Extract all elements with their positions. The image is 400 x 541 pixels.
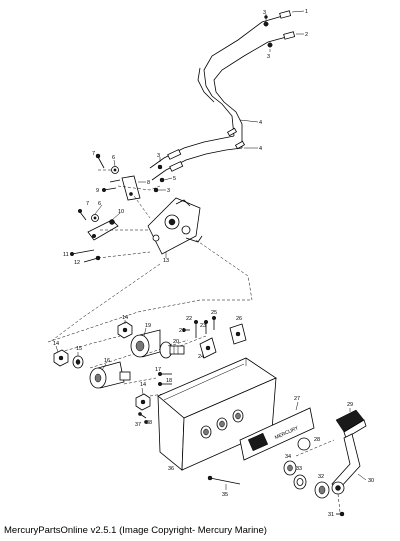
callout-35: 35 [222,492,228,498]
callout-34: 34 [285,454,291,460]
callout-4: 4 [259,146,262,152]
callout-10: 10 [118,209,124,215]
callout-36: 36 [168,466,174,472]
callout-12: 12 [74,260,80,266]
callout-19: 19 [145,323,151,329]
parts-diagram: MERCURY 1 2 3 3 4 4 3 [47,9,374,518]
callout-5: 5 [173,176,176,182]
callout-6: 6 [98,201,101,207]
callout-23: 23 [200,323,206,329]
control-box [157,357,277,490]
callout-38: 38 [146,420,152,426]
control-cables [149,10,305,193]
callout-24: 24 [198,354,204,360]
callout-30: 30 [368,478,374,484]
callout-18: 18 [166,378,172,384]
bracket-assembly [69,153,203,263]
callout-15: 15 [76,346,82,352]
callout-33: 33 [296,466,302,472]
callout-32: 32 [318,474,324,480]
callout-29: 29 [347,402,353,408]
callout-14: 14 [140,382,146,388]
callout-31: 31 [328,512,334,518]
callout-27: 27 [294,396,300,402]
callout-25: 25 [211,310,217,316]
callout-1: 1 [305,9,308,15]
callout-3: 3 [263,10,266,16]
callout-14: 14 [122,315,128,321]
callout-16: 16 [104,358,110,364]
callout-9: 9 [96,188,99,194]
internal-parts [53,315,247,424]
callout-37: 37 [135,422,141,428]
handle-assembly [283,408,367,517]
callout-13: 13 [163,258,169,264]
callout-3: 3 [157,153,160,159]
callout-7: 7 [86,201,89,207]
callout-17: 17 [155,367,161,373]
callout-7: 7 [92,151,95,157]
callout-22: 22 [186,316,192,322]
callout-20: 20 [173,339,179,345]
callout-3: 3 [167,188,170,194]
callout-21: 21 [179,328,185,334]
callout-6: 6 [112,155,115,161]
image-caption: MercuryPartsOnline v2.5.1 (Image Copyrig… [4,525,267,536]
callout-28: 28 [314,437,320,443]
callout-3: 3 [267,54,270,60]
callout-26: 26 [236,316,242,322]
callout-2: 2 [305,32,308,38]
callout-14: 14 [53,341,59,347]
assembly-guide-lines [47,239,253,397]
callout-4: 4 [259,120,262,126]
callout-8: 8 [147,180,150,186]
callout-labels: 1 2 3 3 4 4 3 5 3 6 7 8 9 7 6 10 11 12 1… [53,9,374,518]
callout-11: 11 [63,252,69,258]
brand-plate: MERCURY [239,401,315,461]
